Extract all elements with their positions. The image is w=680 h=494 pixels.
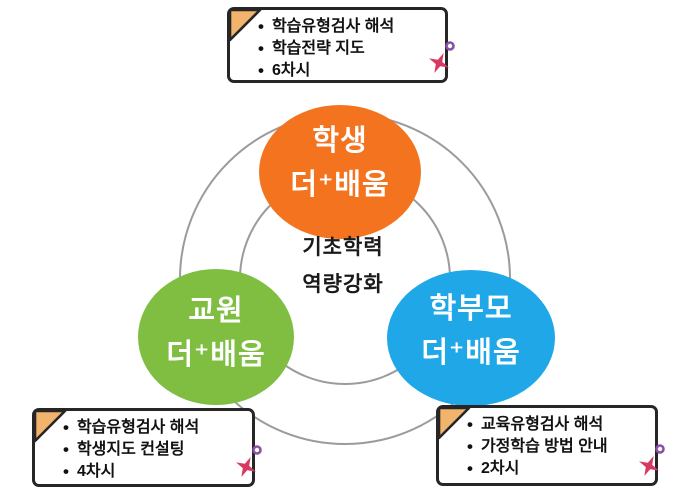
note-text: 2차시 [480,460,520,477]
note-line: • 학습전략 지도 [258,38,439,60]
note-text: 6차시 [271,62,311,79]
parent-note-box: • 교육유형검사 해석 • 가정학습 방법 안내 • 2차시 [436,405,665,486]
note-line: • 학습유형검사 해석 [258,16,439,38]
note-line: • 6차시 [258,60,439,82]
note-text: 학습전략 지도 [271,40,365,57]
bullet-icon: • [258,39,264,58]
bullet-icon: • [63,418,69,437]
teacher-note-box: • 학습유형검사 해석 • 학생지도 컨설팅 • 4차시 [32,408,262,487]
bullet-icon: • [258,17,264,36]
note-text: 학생지도 컨설팅 [76,441,185,458]
note-line: • 학습유형검사 해석 [63,417,246,439]
teacher-circle [138,269,294,405]
center-label-line2: 역량강화 [302,273,384,296]
note-line: • 교육유형검사 해석 [467,414,649,436]
center-label: 기초학력 역량강화 [243,236,443,297]
folded-corner-icon [437,406,471,440]
bullet-icon: • [63,462,69,481]
pin-star-icon [639,444,665,476]
student-circle [259,105,421,239]
note-text: 학습유형검사 해석 [271,18,395,35]
note-text: 학습유형검사 해석 [76,419,200,436]
folded-corner-icon [33,409,67,443]
folded-corner-icon [228,8,262,42]
pin-star-icon [429,41,455,73]
note-line: • 학생지도 컨설팅 [63,439,246,461]
note-text: 교육유형검사 해석 [480,416,604,433]
bullet-icon: • [63,440,69,459]
note-line: • 2차시 [467,458,649,480]
note-text: 가정학습 방법 안내 [480,438,608,455]
bullet-icon: • [467,437,473,456]
student-note-box: • 학습유형검사 해석 • 학습전략 지도 • 6차시 [227,7,455,83]
center-label-line1: 기초학력 [302,236,384,259]
note-line: • 가정학습 방법 안내 [467,436,649,458]
bullet-icon: • [467,459,473,478]
note-line: • 4차시 [63,461,246,483]
bullet-icon: • [467,415,473,434]
note-text: 4차시 [76,463,116,480]
bullet-icon: • [258,61,264,80]
pin-star-icon [236,445,262,477]
parent-circle [387,270,555,406]
